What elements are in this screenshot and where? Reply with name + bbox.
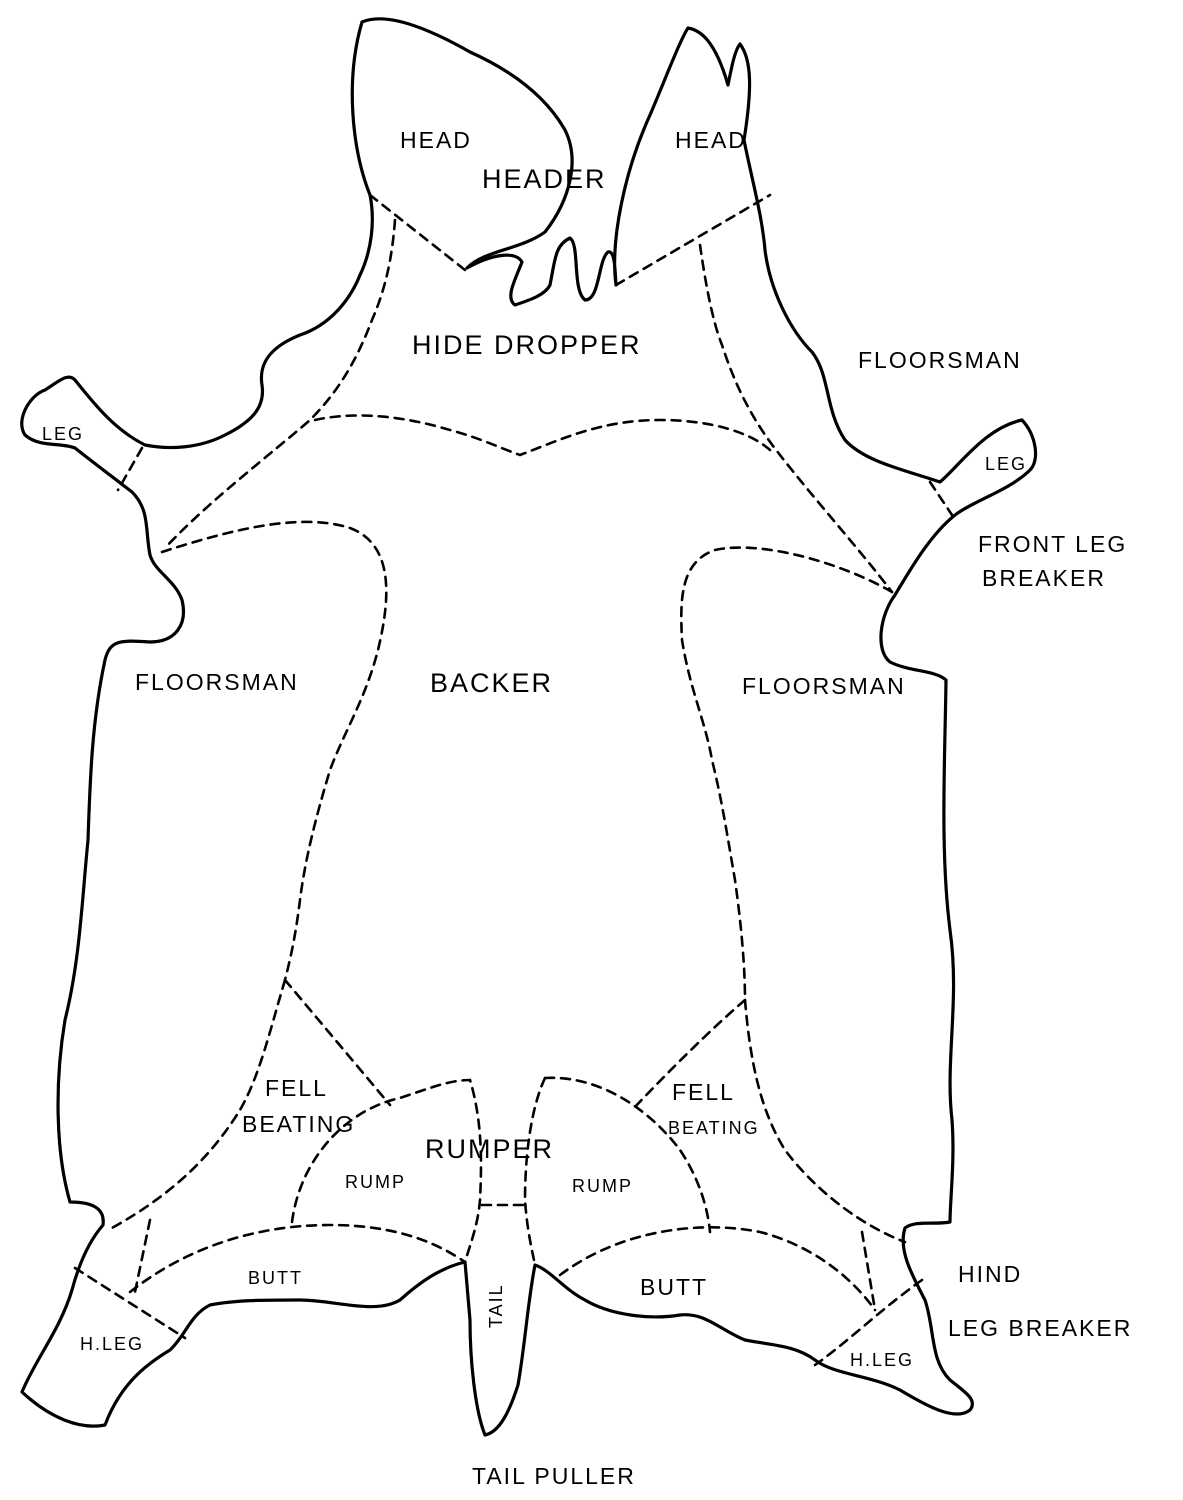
label-floorsman-right: FLOORSMAN	[742, 673, 906, 699]
label-fell-left-1: FELL	[265, 1075, 328, 1101]
label-leg-right: LEG	[985, 454, 1027, 474]
label-hind-leg-breaker-2: LEG BREAKER	[948, 1315, 1132, 1341]
label-hind-leg-breaker-1: HIND	[958, 1261, 1022, 1287]
label-butt-right: BUTT	[640, 1274, 708, 1300]
label-backer: BACKER	[430, 668, 553, 698]
label-fell-right-2: BEATING	[668, 1118, 760, 1138]
label-head-left: HEAD	[400, 127, 472, 153]
dashed-cut-lines	[73, 193, 954, 1367]
label-hleg-left: H.LEG	[80, 1334, 144, 1354]
label-hide-dropper: HIDE DROPPER	[412, 330, 642, 360]
label-rump-right: RUMP	[572, 1176, 633, 1196]
region-labels: HEAD HEADER HEAD HIDE DROPPER FLOORSMAN …	[42, 127, 1132, 1489]
label-front-leg-breaker-2: BREAKER	[982, 565, 1106, 591]
label-tail: TAIL	[486, 1283, 506, 1328]
hide-outline	[20, 17, 1038, 1437]
label-fell-right-1: FELL	[672, 1079, 735, 1105]
label-butt-left: BUTT	[248, 1268, 303, 1288]
label-rumper: RUMPER	[425, 1134, 554, 1164]
label-header: HEADER	[482, 164, 607, 194]
label-hleg-right: H.LEG	[850, 1350, 914, 1370]
label-floorsman-top-right: FLOORSMAN	[858, 347, 1022, 373]
label-floorsman-left: FLOORSMAN	[135, 669, 299, 695]
label-head-right: HEAD	[675, 127, 747, 153]
label-leg-left: LEG	[42, 424, 84, 444]
label-rump-left: RUMP	[345, 1172, 406, 1192]
label-tail-puller: TAIL PULLER	[472, 1463, 636, 1489]
label-front-leg-breaker-1: FRONT LEG	[978, 531, 1127, 557]
label-fell-left-2: BEATING	[242, 1111, 355, 1137]
